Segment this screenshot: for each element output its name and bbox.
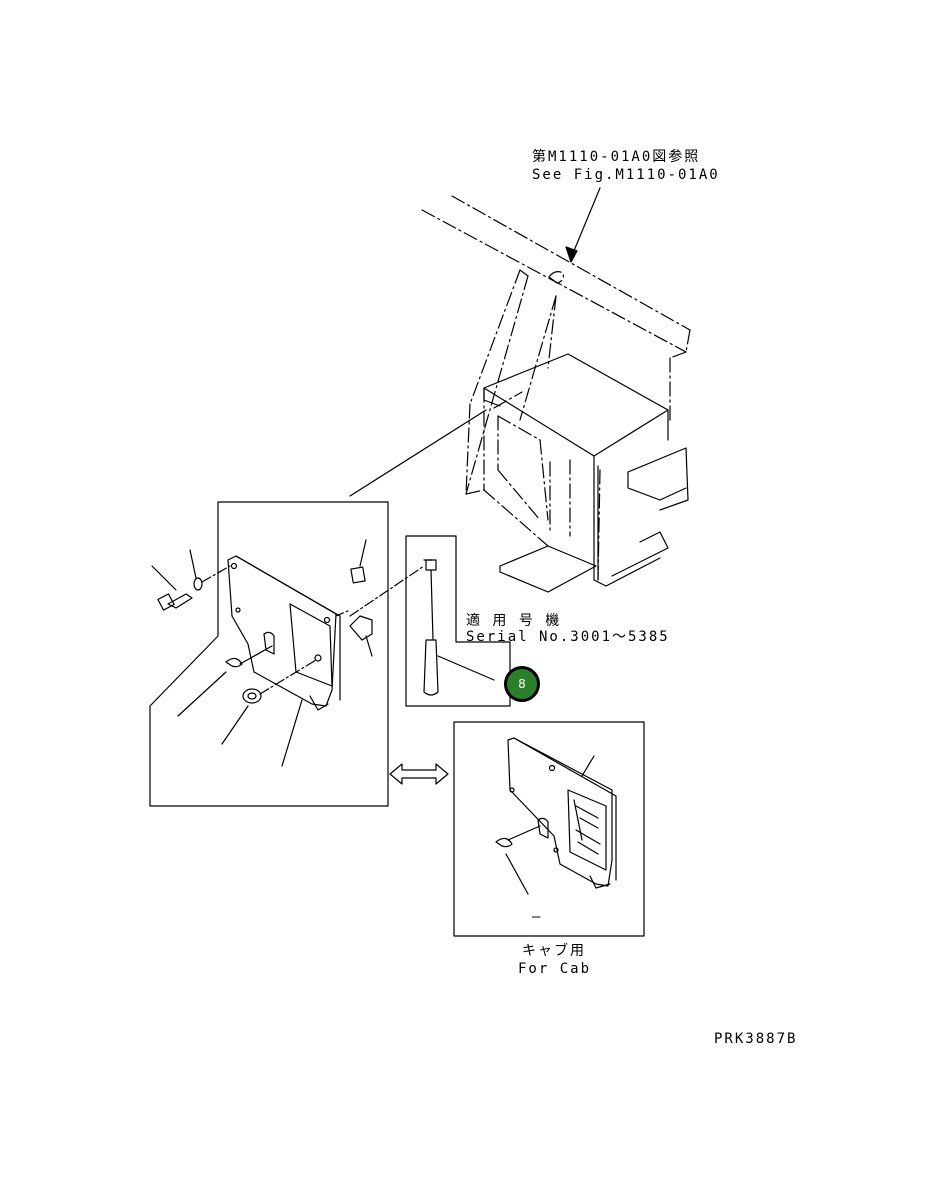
clips [335,539,373,657]
cab-label-en: For Cab [518,961,592,977]
bolt-and-washer [151,549,231,611]
pin-and-washer [177,645,317,767]
machine-frame-phantom [421,195,691,581]
panel-group-frame [149,501,389,807]
serial-label-jp: 適 用 号 機 [466,613,562,629]
cab-variant-frame [453,721,645,937]
item-number-badge[interactable]: 8 [504,666,540,702]
cab-item-mark: – [532,909,543,925]
assembly-leader-line [349,409,487,497]
reference-label-jp: 第M1110-01A0図参照 [532,149,701,165]
serial-label-en: Serial No.3001～5385 [466,629,670,645]
alternate-arrow [389,763,449,785]
lever-inset-frame [405,535,511,707]
battery-box [483,353,689,593]
cab-label-jp: キャブ用 [522,943,586,959]
lever-handle [349,559,495,696]
reference-leader-arrow [565,187,601,263]
cab-cover-plate [495,737,617,895]
reference-label-en: See Fig.M1110-01A0 [532,167,720,183]
cover-plate [227,555,341,711]
drawing-code: PRK3887B [714,1031,798,1047]
